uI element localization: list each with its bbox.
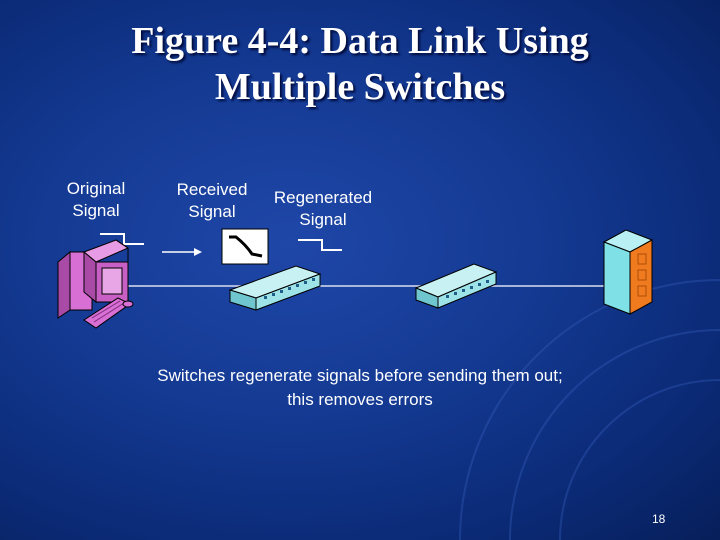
regenerated-signal-label-line2: Signal bbox=[299, 210, 347, 229]
server-icon bbox=[602, 229, 654, 315]
diagram-caption: Switches regenerate signals before sendi… bbox=[60, 364, 660, 412]
background-arcs bbox=[459, 279, 720, 540]
caption-line-2: this removes errors bbox=[287, 390, 433, 409]
received-signal-label: Received Signal bbox=[162, 179, 262, 223]
received-signal-waveform-icon bbox=[221, 228, 269, 265]
caption-line-1: Switches regenerate signals before sendi… bbox=[157, 366, 563, 385]
title-line-2: Multiple Switches bbox=[214, 66, 506, 108]
regenerated-signal-pulse-icon bbox=[298, 239, 342, 251]
received-signal-label-line1: Received bbox=[176, 180, 248, 199]
original-signal-pulse-icon bbox=[100, 233, 144, 245]
page-number: 18 bbox=[652, 512, 666, 526]
arrow-icon bbox=[162, 248, 202, 256]
original-signal-label-line1: Original bbox=[66, 179, 126, 198]
slide-title: Figure 4-4: Data Link Using Multiple Swi… bbox=[0, 18, 720, 110]
regenerated-signal-label: Regenerated Signal bbox=[262, 187, 384, 231]
regenerated-signal-label-line1: Regenerated bbox=[273, 188, 373, 207]
received-signal-label-line2: Signal bbox=[188, 202, 236, 221]
original-signal-label-line2: Signal bbox=[72, 201, 120, 220]
switch-icon-2 bbox=[414, 263, 498, 309]
switch-icon-1 bbox=[228, 265, 322, 311]
pc-icon bbox=[57, 239, 134, 329]
original-signal-label: Original Signal bbox=[52, 178, 140, 222]
title-line-1: Figure 4-4: Data Link Using bbox=[131, 20, 589, 62]
